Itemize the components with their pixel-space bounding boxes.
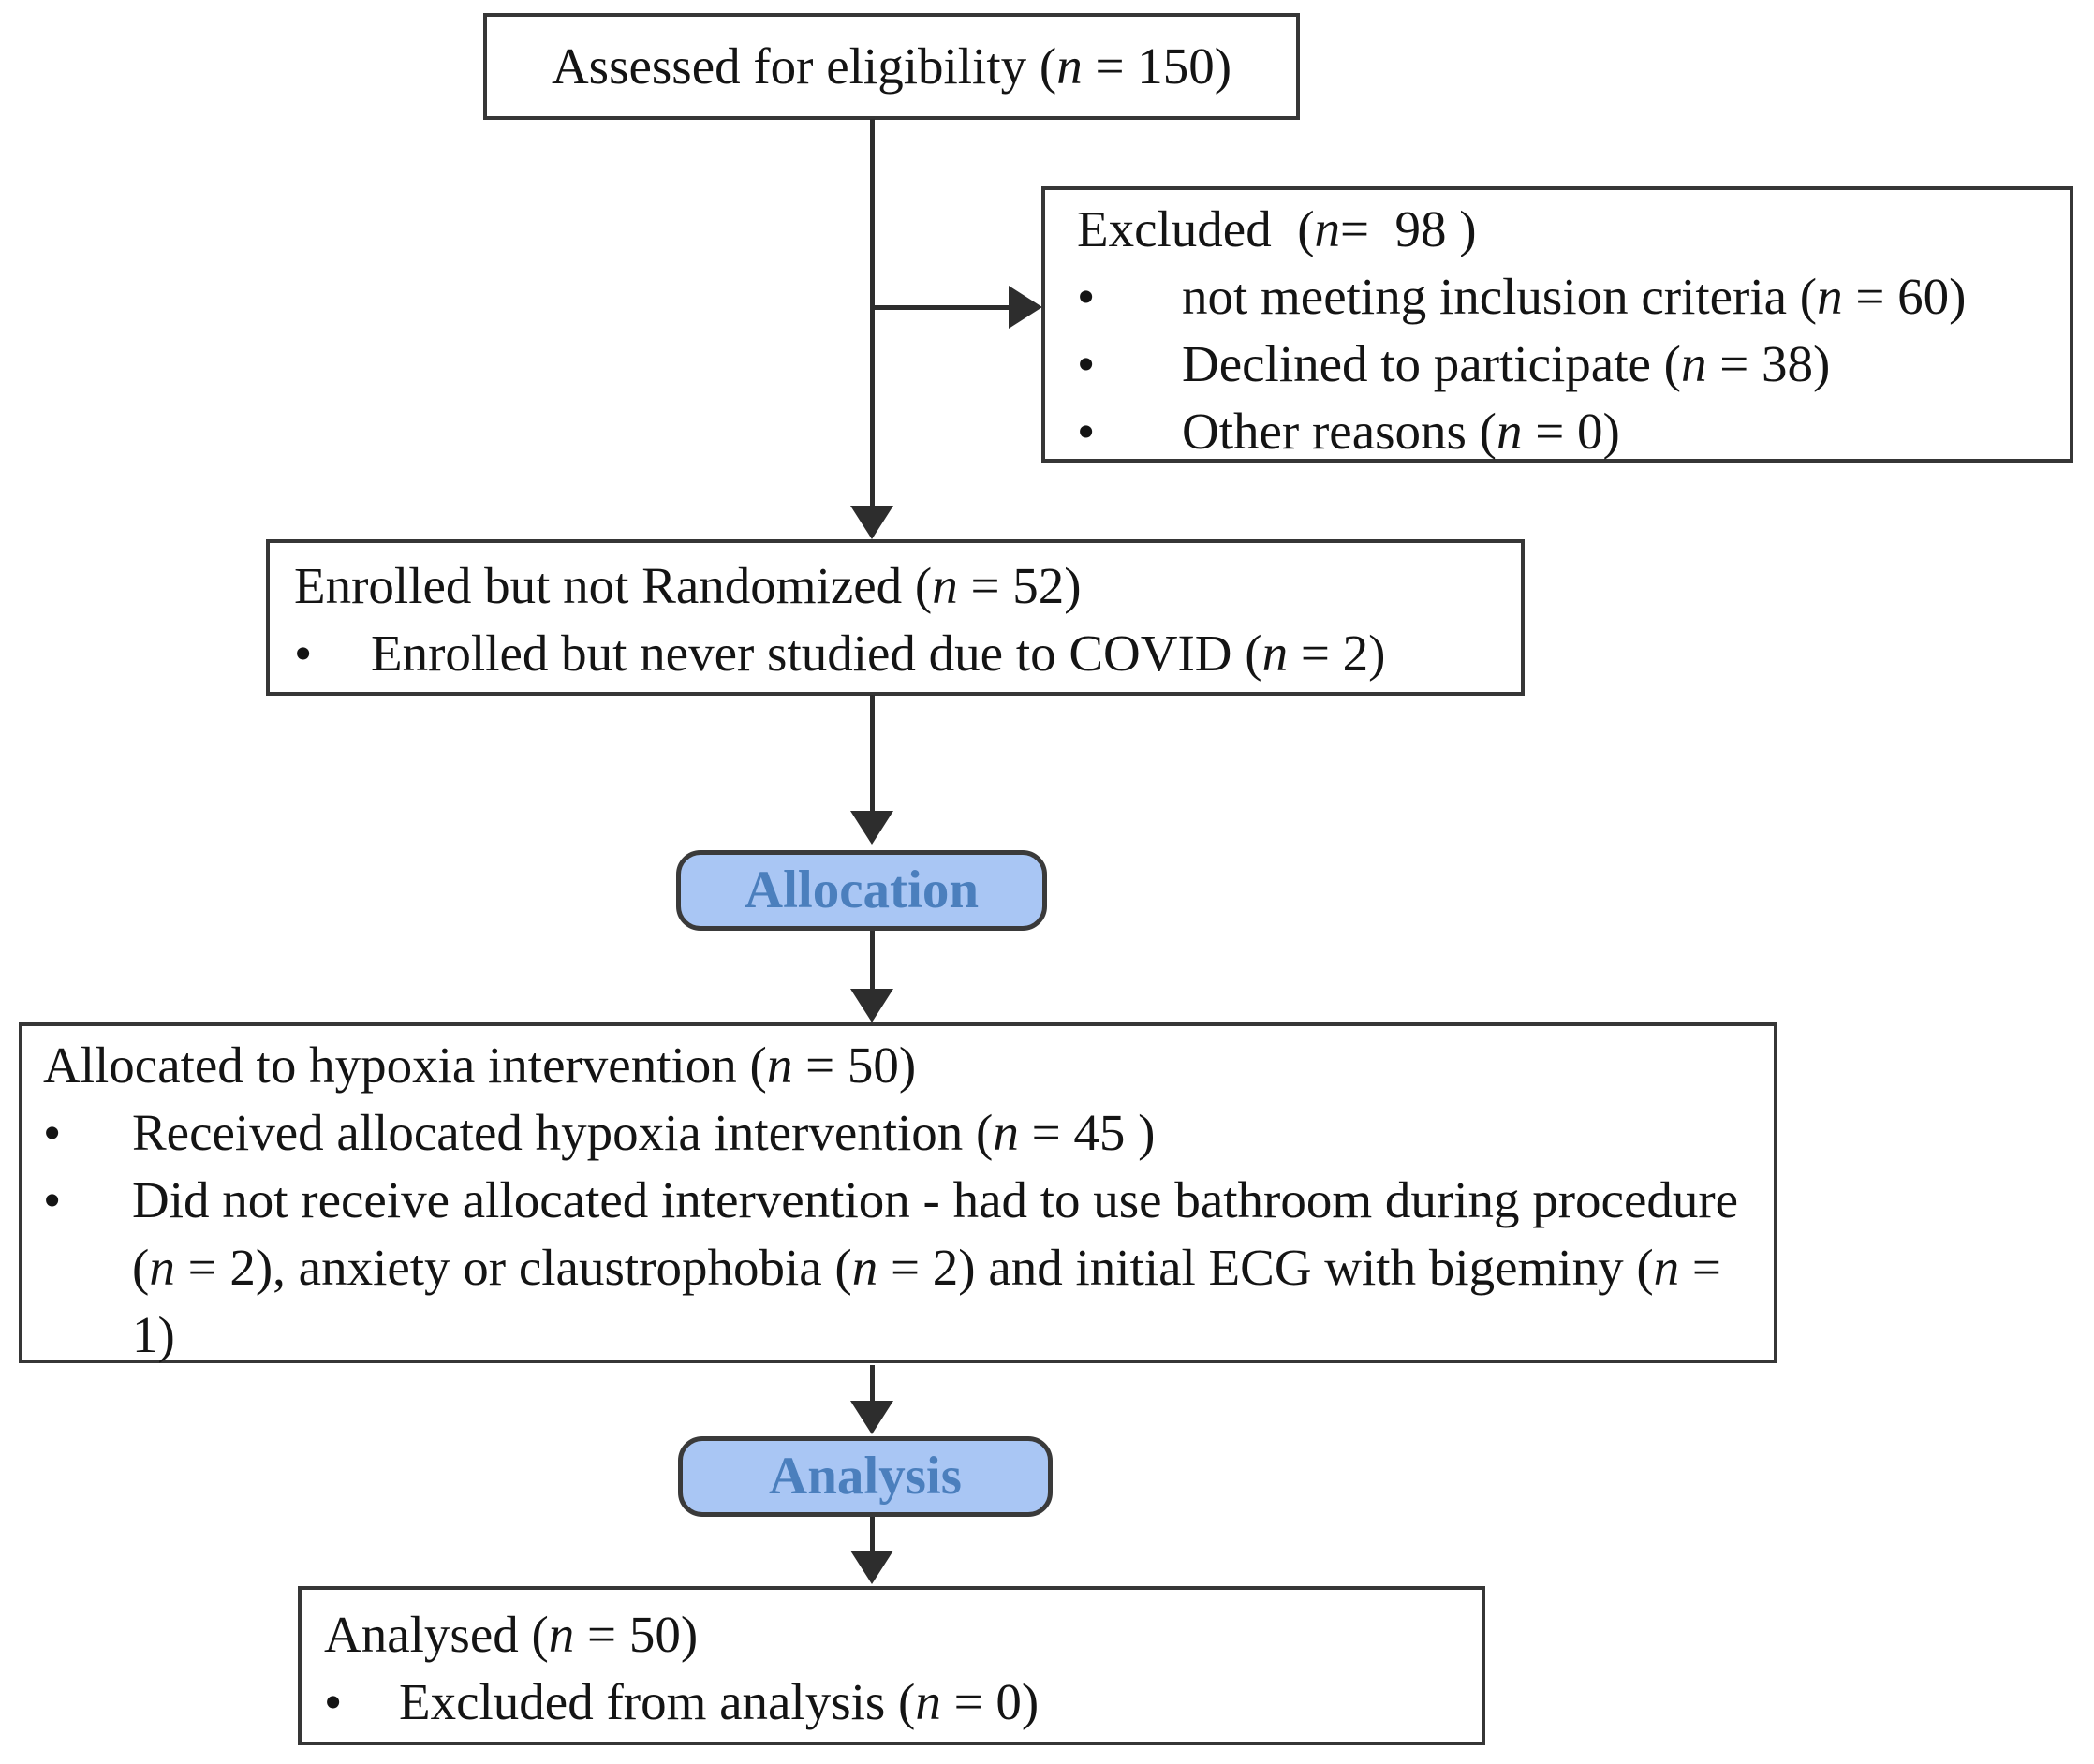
box-excluded: Excluded (n= 98 ) • not meeting inclusio…: [1041, 186, 2073, 463]
arrowhead-into-analysis: [850, 1401, 893, 1434]
connector-allocation-allocated-line: [870, 931, 875, 992]
assessed-text: Assessed for eligibility (n = 150): [551, 37, 1232, 95]
excluded-header: Excluded (n= 98 ): [1077, 200, 1477, 257]
phase-label-allocation: Allocation: [676, 850, 1047, 931]
excluded-bullet-row: • Other reasons (n = 0): [1077, 398, 2057, 465]
allocated-bullet-row: • Received allocated hypoxia interventio…: [43, 1099, 1751, 1167]
bullet-icon: •: [294, 625, 313, 682]
connector-assessed-enrolled-line: [870, 119, 875, 506]
bullet-icon: •: [43, 1171, 62, 1228]
excluded-bullet-text: not meeting inclusion criteria (n = 60): [1182, 268, 1967, 325]
box-allocated-hypoxia: Allocated to hypoxia intervention (n = 5…: [19, 1022, 1777, 1363]
bullet-icon: •: [1077, 403, 1096, 460]
analysis-label-text: Analysis: [769, 1447, 962, 1506]
excluded-bullet-text: Declined to participate (n = 38): [1182, 335, 1831, 392]
analysed-header: Analysed (n = 50): [324, 1606, 699, 1663]
enrolled-bullet-row: • Enrolled but never studied due to COVI…: [294, 620, 1508, 687]
connector-branch-excluded-line: [872, 305, 1009, 310]
connector-enrolled-allocation-line: [870, 695, 875, 816]
allocated-bullet-row: • Did not receive allocated intervention…: [43, 1167, 1751, 1369]
enrolled-header: Enrolled but not Randomized (n = 52): [294, 557, 1082, 614]
connector-allocated-analysis-line: [870, 1365, 875, 1404]
allocated-bullet-text: Did not receive allocated intervention -…: [132, 1171, 1751, 1363]
bullet-icon: •: [43, 1104, 62, 1161]
analysed-bullet-row: • Excluded from analysis (n = 0): [324, 1668, 1468, 1736]
bullet-icon: •: [1077, 335, 1096, 392]
arrowhead-into-analysed: [850, 1551, 893, 1584]
excluded-bullet-row: • Declined to participate (n = 38): [1077, 331, 2057, 398]
connector-analysis-analysed-line: [870, 1517, 875, 1554]
arrowhead-into-allocation: [850, 811, 893, 845]
allocation-label-text: Allocation: [744, 860, 980, 919]
allocated-bullet-text: Received allocated hypoxia intervention …: [132, 1104, 1156, 1161]
box-analysed: Analysed (n = 50) • Excluded from analys…: [298, 1586, 1485, 1745]
excluded-bullet-row: • not meeting inclusion criteria (n = 60…: [1077, 263, 2057, 331]
analysed-bullet-text: Excluded from analysis (n = 0): [399, 1673, 1040, 1730]
phase-label-analysis: Analysis: [678, 1436, 1053, 1517]
arrowhead-into-allocated: [850, 989, 893, 1022]
arrowhead-into-enrolled: [850, 506, 893, 539]
bullet-icon: •: [324, 1673, 343, 1730]
box-enrolled-not-randomized: Enrolled but not Randomized (n = 52) • E…: [266, 539, 1525, 696]
bullet-icon: •: [1077, 268, 1096, 325]
allocated-header: Allocated to hypoxia intervention (n = 5…: [43, 1036, 917, 1094]
box-assessed-eligibility: Assessed for eligibility (n = 150): [483, 13, 1300, 120]
excluded-bullet-text: Other reasons (n = 0): [1182, 403, 1620, 460]
enrolled-bullet-text: Enrolled but never studied due to COVID …: [371, 625, 1386, 682]
arrowhead-into-excluded: [1009, 286, 1042, 329]
